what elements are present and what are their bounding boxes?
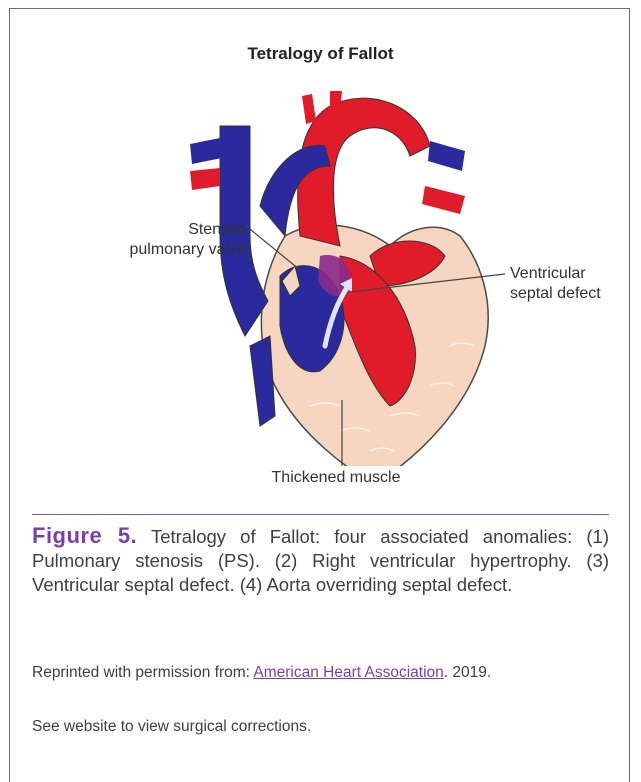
label-ventricular-septal-defect: Ventricular septal defect [510, 264, 630, 304]
figure-caption: Figure 5. Tetralogy of Fallot: four asso… [32, 524, 609, 597]
figure-label: Figure 5. [32, 523, 137, 548]
credit-prefix: Reprinted with permission from: [32, 664, 253, 681]
credit-line: Reprinted with permission from: American… [32, 662, 609, 684]
label-stenotic-pulmonary-valve: Stenotic pulmonary valve [96, 220, 246, 260]
label-thickened-muscle: Thickened muscle [241, 468, 431, 488]
caption-divider [32, 514, 609, 515]
credit-suffix: . 2019. [444, 664, 491, 681]
aha-link[interactable]: American Heart Association [253, 664, 443, 681]
surgical-corrections-note: See website to view surgical corrections… [32, 716, 609, 738]
